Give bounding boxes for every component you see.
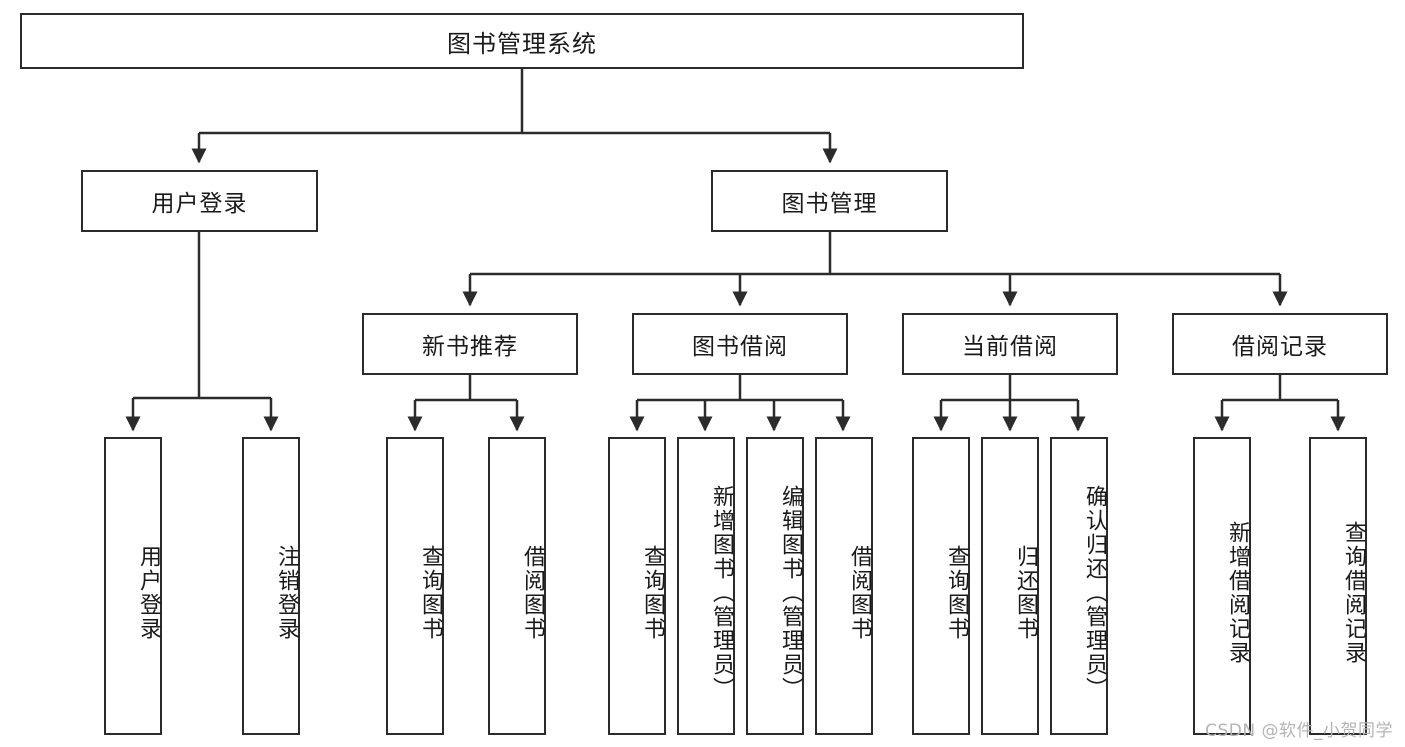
node-label: 用户登录 (151, 191, 248, 217)
node-label: 确认归还（管理员） (1082, 485, 1107, 701)
node-label: 借阅图书 (520, 545, 545, 641)
node-label: 新增图书（管理员） (709, 485, 734, 701)
node-label: 注销登录 (274, 545, 299, 641)
leaf-borrow-book[interactable]: 借阅图书 (815, 437, 873, 735)
node-label: 查询图书 (418, 545, 443, 641)
leaf-add-borrow-record[interactable]: 新增借阅记录 (1193, 437, 1251, 735)
node-label: 借阅记录 (1232, 334, 1328, 360)
node-label: 当前借阅 (962, 334, 1058, 360)
node-book-management[interactable]: 图书管理 (711, 170, 948, 232)
node-label: 新书推荐 (422, 334, 518, 360)
leaf-return-book[interactable]: 归还图书 (981, 437, 1039, 735)
leaf-query-book-recommend[interactable]: 查询图书 (386, 437, 444, 735)
node-label: 图书管理系统 (447, 29, 597, 58)
node-current-borrow[interactable]: 当前借阅 (902, 313, 1118, 375)
node-book-management-system[interactable]: 图书管理系统 (20, 13, 1024, 69)
node-label: 图书管理 (781, 191, 878, 217)
node-label: 图书借阅 (692, 334, 788, 360)
leaf-confirm-return[interactable]: 确认归还（管理员） (1050, 437, 1108, 735)
node-label: 编辑图书（管理员） (778, 485, 803, 701)
leaf-user-login[interactable]: 用户登录 (104, 437, 162, 735)
leaf-add-book[interactable]: 新增图书（管理员） (677, 437, 735, 735)
node-book-borrow[interactable]: 图书借阅 (632, 313, 848, 375)
leaf-edit-book[interactable]: 编辑图书（管理员） (746, 437, 804, 735)
node-label: 新增借阅记录 (1225, 521, 1250, 665)
node-label: 归还图书 (1013, 545, 1038, 641)
leaf-query-book-current[interactable]: 查询图书 (912, 437, 970, 735)
node-label: 查询图书 (640, 545, 665, 641)
node-borrow-record[interactable]: 借阅记录 (1172, 313, 1388, 375)
node-user-login[interactable]: 用户登录 (81, 170, 318, 232)
node-label: 查询借阅记录 (1341, 521, 1366, 665)
node-label: 借阅图书 (847, 545, 872, 641)
leaf-user-logout[interactable]: 注销登录 (242, 437, 300, 735)
node-label: 查询图书 (944, 545, 969, 641)
watermark: CSDN @软件_小贺同学 (1205, 721, 1393, 741)
node-new-book-recommend[interactable]: 新书推荐 (362, 313, 578, 375)
leaf-query-borrow-record[interactable]: 查询借阅记录 (1309, 437, 1367, 735)
leaf-query-book-borrow[interactable]: 查询图书 (608, 437, 666, 735)
node-label: 用户登录 (136, 545, 161, 641)
leaf-borrow-book-recommend[interactable]: 借阅图书 (488, 437, 546, 735)
